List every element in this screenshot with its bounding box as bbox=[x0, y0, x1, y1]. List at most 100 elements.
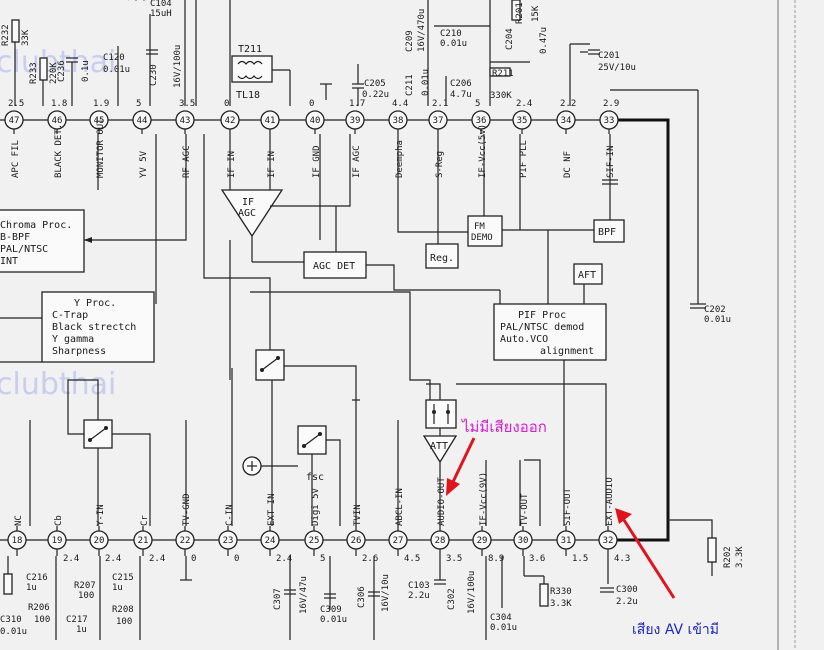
y-proc-block bbox=[41, 291, 155, 363]
c217-value: 1u bbox=[76, 625, 87, 635]
pin-46-number: 46 bbox=[52, 116, 63, 126]
c307-value: 16V/47u bbox=[299, 576, 309, 614]
r233-label: R233 bbox=[29, 62, 39, 84]
c210-label: C210 bbox=[440, 29, 462, 39]
tl18-label: TL18 bbox=[236, 90, 260, 101]
av-sound-arrow-head bbox=[615, 508, 632, 524]
agc-det-block bbox=[303, 251, 367, 279]
y-proc-line-3: Black strectch bbox=[52, 322, 136, 333]
pin-22-voltage: 0 bbox=[191, 554, 196, 564]
pin-31-number: 31 bbox=[561, 536, 572, 546]
c230-label: C230 bbox=[149, 64, 159, 86]
fm-demo-block bbox=[467, 215, 503, 247]
pin-26-number: 26 bbox=[351, 536, 362, 546]
pin-44-voltage: 5 bbox=[136, 99, 141, 109]
reg-block bbox=[425, 243, 459, 269]
audio-switch bbox=[425, 399, 457, 429]
pin-25-voltage: 5 bbox=[320, 554, 325, 564]
pin-38-label: Deempha bbox=[395, 140, 405, 178]
pin-30-circle bbox=[513, 530, 533, 550]
c103-value: 2.2u bbox=[408, 591, 430, 601]
pin-46-label: BLACK DET. bbox=[54, 124, 64, 178]
pin-25-number: 25 bbox=[309, 536, 320, 546]
watermark-top: clubthai bbox=[0, 45, 116, 80]
r208-value: 100 bbox=[116, 617, 132, 627]
c304-value: 0.01u bbox=[490, 623, 517, 633]
pin-47-voltage: 2.5 bbox=[8, 99, 24, 109]
pin-28-voltage: 3.5 bbox=[446, 554, 462, 564]
c211-label: C211 bbox=[405, 74, 415, 96]
bottom-pin-row: 18NC192.4Cb202.4Y-IN212.4Cr220TV-GND230C… bbox=[7, 472, 630, 564]
pin-42-voltage: 0 bbox=[224, 99, 229, 109]
pin-27-circle bbox=[388, 530, 408, 550]
r208-label: R208 bbox=[112, 605, 134, 615]
pin-38-voltage: 4.4 bbox=[392, 99, 408, 109]
pin-24-voltage: 2.4 bbox=[276, 554, 292, 564]
pin-40-label: IF GND bbox=[312, 145, 322, 178]
video-switch-1 bbox=[255, 349, 285, 381]
y-proc-line-5: Sharpness bbox=[52, 346, 106, 357]
y-proc-line-1: Y Proc. bbox=[74, 298, 116, 309]
pin-25-circle bbox=[304, 530, 324, 550]
c204-label: C204 bbox=[505, 28, 515, 50]
r207-label: R207 bbox=[74, 581, 96, 591]
bpf-block bbox=[593, 219, 625, 243]
pin-18-label: NC bbox=[14, 515, 24, 526]
pin-39-voltage: 1.7 bbox=[349, 99, 365, 109]
c202-label: C202 bbox=[704, 305, 726, 315]
t211-label: T211 bbox=[238, 44, 262, 55]
c206-value: 4.7u bbox=[450, 90, 472, 100]
pin-36-number: 36 bbox=[476, 116, 487, 126]
pin-22-label: TV-GND bbox=[182, 493, 192, 526]
pin-33-number: 33 bbox=[604, 116, 615, 126]
c217-label: C217 bbox=[66, 615, 88, 625]
c302-label: C302 bbox=[447, 588, 457, 610]
c307-label: C307 bbox=[273, 588, 283, 610]
chroma-proc-line-3: PAL/NTSC bbox=[0, 244, 48, 255]
agc-det-label: AGC DET bbox=[313, 261, 355, 272]
pin-37-number: 37 bbox=[433, 116, 444, 126]
pin-36-label: IF-Vcc(5v) bbox=[478, 124, 488, 178]
r211-label: R211 bbox=[492, 69, 514, 79]
c304-label: C304 bbox=[490, 613, 512, 623]
pin-23-number: 23 bbox=[223, 536, 234, 546]
c120-label: C120 bbox=[103, 53, 125, 63]
fsc-label: fsc bbox=[306, 472, 324, 483]
no-sound-arrow-head bbox=[446, 478, 460, 496]
pin-40-number: 40 bbox=[310, 116, 321, 126]
pin-20-label: Y-IN bbox=[96, 504, 106, 526]
no-sound-arrow-shaft bbox=[450, 437, 476, 485]
pin-41-number: 41 bbox=[265, 116, 276, 126]
chroma-proc-line-1: Chroma Proc. bbox=[0, 220, 72, 231]
pin-42-label: IF IN bbox=[227, 151, 237, 178]
reg-label: Reg. bbox=[430, 253, 454, 264]
aft-block bbox=[573, 263, 603, 285]
pin-29-number: 29 bbox=[477, 536, 488, 546]
pin-21-circle bbox=[133, 530, 153, 550]
pin-43-voltage: 3.5 bbox=[179, 99, 195, 109]
pin-21-number: 21 bbox=[138, 536, 149, 546]
pin-43-label: RF AGC bbox=[182, 145, 192, 178]
pin-27-number: 27 bbox=[393, 536, 404, 546]
pin-19-number: 19 bbox=[52, 536, 63, 546]
pin-20-voltage: 2.4 bbox=[105, 554, 121, 564]
y-proc-line-2: C-Trap bbox=[52, 310, 88, 321]
pin-46-voltage: 1.8 bbox=[51, 99, 67, 109]
av-sound-arrow-shaft bbox=[622, 519, 676, 599]
pin-47-number: 47 bbox=[9, 116, 20, 126]
fm-demo-label-2: DEMO bbox=[471, 233, 493, 243]
pin-26-label: TVIN bbox=[353, 504, 363, 526]
r207-value: 100 bbox=[78, 591, 94, 601]
r206-label: R206 bbox=[28, 603, 50, 613]
pin-33-label: SIF-IN bbox=[606, 145, 616, 178]
pin-23-label: C-IN bbox=[225, 504, 235, 526]
pin-24-number: 24 bbox=[265, 536, 276, 546]
pif-proc-line-3: Auto.VCO bbox=[500, 334, 548, 345]
if-agc-amplifier bbox=[220, 189, 284, 238]
pin-47-label: APC FIL bbox=[11, 140, 21, 178]
c209-value: 16V/470u bbox=[417, 9, 427, 52]
c104-value: 15uH bbox=[150, 9, 172, 19]
pin-44-number: 44 bbox=[137, 116, 148, 126]
pin-40-voltage: 0 bbox=[309, 99, 314, 109]
